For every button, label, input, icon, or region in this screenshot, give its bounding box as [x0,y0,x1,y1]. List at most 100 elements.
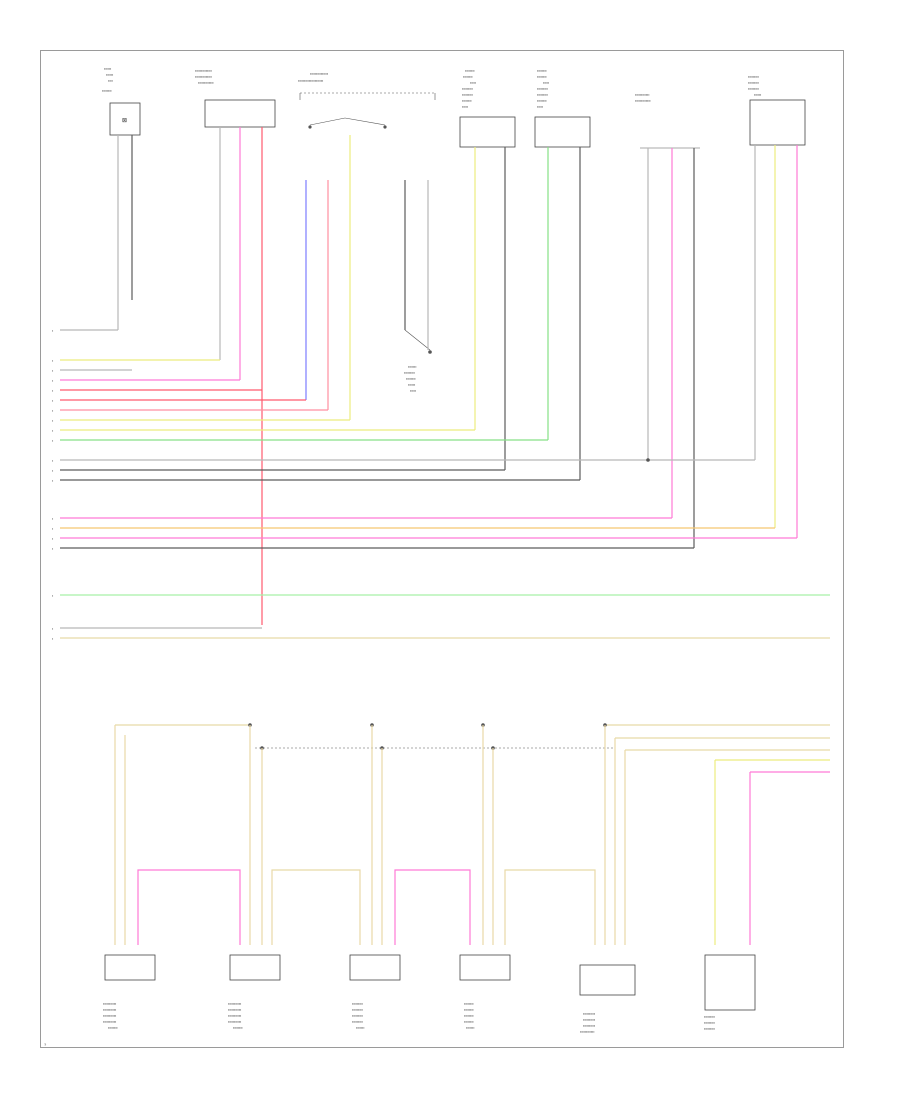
svg-text:▪▪▪▪▪▪▪: ▪▪▪▪▪▪▪ [408,365,416,369]
lower-bus [115,723,830,773]
svg-text:▪▪▪▪▪: ▪▪▪▪▪ [537,105,543,109]
module-bottom-3 [349,954,401,981]
svg-text:▪▪▪▪▪▪▪▪▪▪▪: ▪▪▪▪▪▪▪▪▪▪▪ [228,1014,241,1018]
svg-text:▪▪▪▪▪▪▪▪▪: ▪▪▪▪▪▪▪▪▪ [462,93,473,97]
svg-text:▪: ▪ [52,527,53,531]
svg-text:▪: ▪ [52,479,53,483]
svg-text:▪▪▪▪▪▪▪: ▪▪▪▪▪▪▪ [356,1026,364,1030]
svg-text:▪: ▪ [52,429,53,433]
svg-text:▪: ▪ [52,627,53,631]
svg-text:▪: ▪ [52,419,53,423]
svg-text:▪▪▪▪▪▪▪▪: ▪▪▪▪▪▪▪▪ [464,1008,474,1012]
svg-text:▪▪▪▪▪▪▪▪: ▪▪▪▪▪▪▪▪ [464,1002,474,1006]
svg-text:▪▪▪▪▪▪▪▪▪▪▪: ▪▪▪▪▪▪▪▪▪▪▪ [228,1020,241,1024]
svg-text:▪▪▪▪▪: ▪▪▪▪▪ [410,389,416,393]
lower-drops [114,725,751,945]
component-top-1-symbol: ⊠ [122,118,127,124]
svg-text:▪▪▪▪▪▪: ▪▪▪▪▪▪ [106,73,113,77]
top-components: ⊠ ▪▪▪▪▪▪▪▪▪▪▪▪▪▪▪▪▪▪▪▪▪▪▪▪ ▪▪▪▪▪▪▪▪▪▪▪▪▪… [102,67,806,393]
svg-text:▪: ▪ [52,379,53,383]
svg-text:▪▪▪▪▪▪▪▪: ▪▪▪▪▪▪▪▪ [462,99,472,103]
component-top-7 [749,99,806,146]
svg-text:▪▪▪▪▪▪▪▪▪: ▪▪▪▪▪▪▪▪▪ [404,371,415,375]
svg-text:▪▪▪▪▪▪▪▪▪▪▪: ▪▪▪▪▪▪▪▪▪▪▪ [103,1014,116,1018]
svg-text:▪: ▪ [52,399,53,403]
svg-text:▪: ▪ [52,547,53,551]
svg-text:▪▪▪▪▪▪▪▪▪: ▪▪▪▪▪▪▪▪▪ [704,1027,715,1031]
svg-text:▪: ▪ [52,517,53,521]
switch-assembly: ▪▪▪▪▪▪▪▪▪▪▪▪▪▪▪▪▪▪▪▪▪▪▪▪▪▪▪▪▪▪▪▪▪▪▪▪ [298,72,436,129]
svg-text:▪: ▪ [52,439,53,443]
svg-text:▪: ▪ [52,469,53,473]
svg-text:▪▪▪▪▪▪▪▪: ▪▪▪▪▪▪▪▪ [464,1014,474,1018]
module-bottom-4 [459,954,511,981]
svg-text:▪▪▪▪▪▪▪▪▪▪: ▪▪▪▪▪▪▪▪▪▪ [583,1024,595,1028]
component-top-5 [534,116,591,148]
svg-text:▪▪▪▪▪▪▪▪: ▪▪▪▪▪▪▪▪ [108,1026,118,1030]
svg-text:▪▪▪▪▪▪▪▪: ▪▪▪▪▪▪▪▪ [463,75,473,79]
svg-text:▪▪▪▪▪▪▪▪▪▪▪: ▪▪▪▪▪▪▪▪▪▪▪ [103,1020,116,1024]
top-vertical-wires [117,127,798,625]
svg-text:▪: ▪ [52,389,53,393]
svg-text:▪▪▪▪▪▪▪▪▪: ▪▪▪▪▪▪▪▪▪ [704,1021,715,1025]
svg-text:▪: ▪ [52,409,53,413]
svg-text:▪▪▪▪▪▪▪▪▪▪▪▪▪▪: ▪▪▪▪▪▪▪▪▪▪▪▪▪▪ [195,75,212,79]
svg-text:▪▪▪▪▪▪▪: ▪▪▪▪▪▪▪ [466,1026,474,1030]
svg-text:▪▪▪▪▪▪▪▪: ▪▪▪▪▪▪▪▪ [537,75,547,79]
svg-text:▪▪▪▪▪▪▪▪▪: ▪▪▪▪▪▪▪▪▪ [537,87,548,91]
module-bottom-6 [704,954,756,1011]
svg-text:▪▪▪▪▪▪▪▪: ▪▪▪▪▪▪▪▪ [102,89,112,93]
svg-text:▪▪▪▪▪▪▪▪▪▪: ▪▪▪▪▪▪▪▪▪▪ [583,1018,595,1022]
horizontal-bus [60,329,830,639]
svg-text:▪: ▪ [52,329,53,333]
svg-text:▪▪▪▪▪▪▪▪▪: ▪▪▪▪▪▪▪▪▪ [462,87,473,91]
svg-text:▪▪▪▪▪▪▪▪: ▪▪▪▪▪▪▪▪ [233,1026,243,1030]
svg-text:▪▪▪▪▪▪▪▪▪▪▪▪▪: ▪▪▪▪▪▪▪▪▪▪▪▪▪ [635,99,651,103]
svg-text:▪▪▪▪▪: ▪▪▪▪▪ [462,105,468,109]
component-top-2 [204,99,276,128]
svg-text:▪▪▪▪▪▪▪▪▪: ▪▪▪▪▪▪▪▪▪ [704,1015,715,1019]
svg-text:▪▪▪▪▪▪▪▪▪: ▪▪▪▪▪▪▪▪▪ [748,87,759,91]
left-pin-labels: ▪ ▪ ▪ ▪ ▪ ▪ ▪ ▪ ▪ ▪ ▪ ▪ ▪ ▪ ▪ ▪ ▪ ▪ ▪ ▪ [52,329,53,641]
svg-text:▪▪▪▪▪▪▪▪▪▪▪: ▪▪▪▪▪▪▪▪▪▪▪ [228,1008,241,1012]
svg-text:▪: ▪ [52,594,53,598]
svg-text:▪▪▪▪▪▪▪▪▪: ▪▪▪▪▪▪▪▪▪ [748,81,759,85]
bottom-modules: ▪▪▪▪▪▪▪▪▪▪▪▪▪▪▪▪▪▪▪▪▪▪▪▪▪▪▪▪▪▪▪▪▪▪▪▪▪▪▪▪… [103,954,756,1034]
svg-text:▪▪▪▪▪▪▪▪▪▪▪▪▪▪▪▪▪▪▪▪▪: ▪▪▪▪▪▪▪▪▪▪▪▪▪▪▪▪▪▪▪▪▪ [298,79,323,83]
svg-text:▪: ▪ [52,359,53,363]
svg-text:▪▪▪▪▪: ▪▪▪▪▪ [543,81,549,85]
svg-text:▪▪▪▪▪▪▪▪▪: ▪▪▪▪▪▪▪▪▪ [352,1008,363,1012]
component-top-4 [459,116,516,148]
svg-text:▪▪▪▪▪▪▪▪▪: ▪▪▪▪▪▪▪▪▪ [352,1014,363,1018]
svg-text:▪▪▪▪▪▪▪▪▪▪▪▪▪▪: ▪▪▪▪▪▪▪▪▪▪▪▪▪▪ [195,69,212,73]
svg-text:▪▪▪▪▪▪▪▪▪▪▪: ▪▪▪▪▪▪▪▪▪▪▪ [103,1002,116,1006]
svg-text:▪▪▪▪▪▪▪▪▪▪▪▪: ▪▪▪▪▪▪▪▪▪▪▪▪ [580,1030,594,1034]
svg-text:▪▪▪▪▪▪▪▪: ▪▪▪▪▪▪▪▪ [406,377,416,381]
svg-text:▪▪▪▪▪▪: ▪▪▪▪▪▪ [104,67,111,71]
svg-text:▪▪▪▪▪▪▪▪: ▪▪▪▪▪▪▪▪ [464,1020,474,1024]
svg-text:▪: ▪ [52,369,53,373]
svg-text:▪▪▪▪▪▪▪▪▪▪▪▪▪: ▪▪▪▪▪▪▪▪▪▪▪▪▪ [198,81,214,85]
svg-text:▪▪▪▪▪▪▪▪▪▪▪▪▪▪▪: ▪▪▪▪▪▪▪▪▪▪▪▪▪▪▪ [310,72,328,76]
svg-text:▪▪▪▪▪▪▪▪▪▪▪▪: ▪▪▪▪▪▪▪▪▪▪▪▪ [635,93,649,97]
module-bottom-2 [229,954,281,981]
svg-text:▪▪▪▪▪▪▪▪▪: ▪▪▪▪▪▪▪▪▪ [748,75,759,79]
svg-text:▪▪▪▪▪▪▪▪▪: ▪▪▪▪▪▪▪▪▪ [537,93,548,97]
svg-text:▪▪▪▪▪▪▪▪: ▪▪▪▪▪▪▪▪ [537,69,547,73]
svg-text:▪▪▪▪▪▪▪▪▪: ▪▪▪▪▪▪▪▪▪ [352,1002,363,1006]
ground-component: ▪▪▪▪▪▪▪▪▪▪▪▪▪▪▪▪▪▪▪▪▪▪▪▪▪▪▪▪▪▪▪▪▪▪▪ [404,329,432,393]
svg-text:▪▪▪▪: ▪▪▪▪ [108,79,113,83]
module-bottom-5 [579,964,636,996]
svg-text:▪▪▪▪▪▪▪▪▪: ▪▪▪▪▪▪▪▪▪ [352,1020,363,1024]
svg-text:▪▪▪▪▪▪: ▪▪▪▪▪▪ [754,93,761,97]
svg-text:▪▪▪▪▪▪▪▪: ▪▪▪▪▪▪▪▪ [465,69,475,73]
svg-text:▪: ▪ [52,637,53,641]
diagram-frame [40,50,844,1048]
component-top-1 [109,102,141,136]
svg-text:▪▪▪▪▪: ▪▪▪▪▪ [470,81,476,85]
svg-text:▪: ▪ [52,459,53,463]
svg-text:▪: ▪ [52,537,53,541]
module-bottom-1 [104,954,156,981]
svg-text:▪▪▪▪▪▪▪▪: ▪▪▪▪▪▪▪▪ [537,99,547,103]
